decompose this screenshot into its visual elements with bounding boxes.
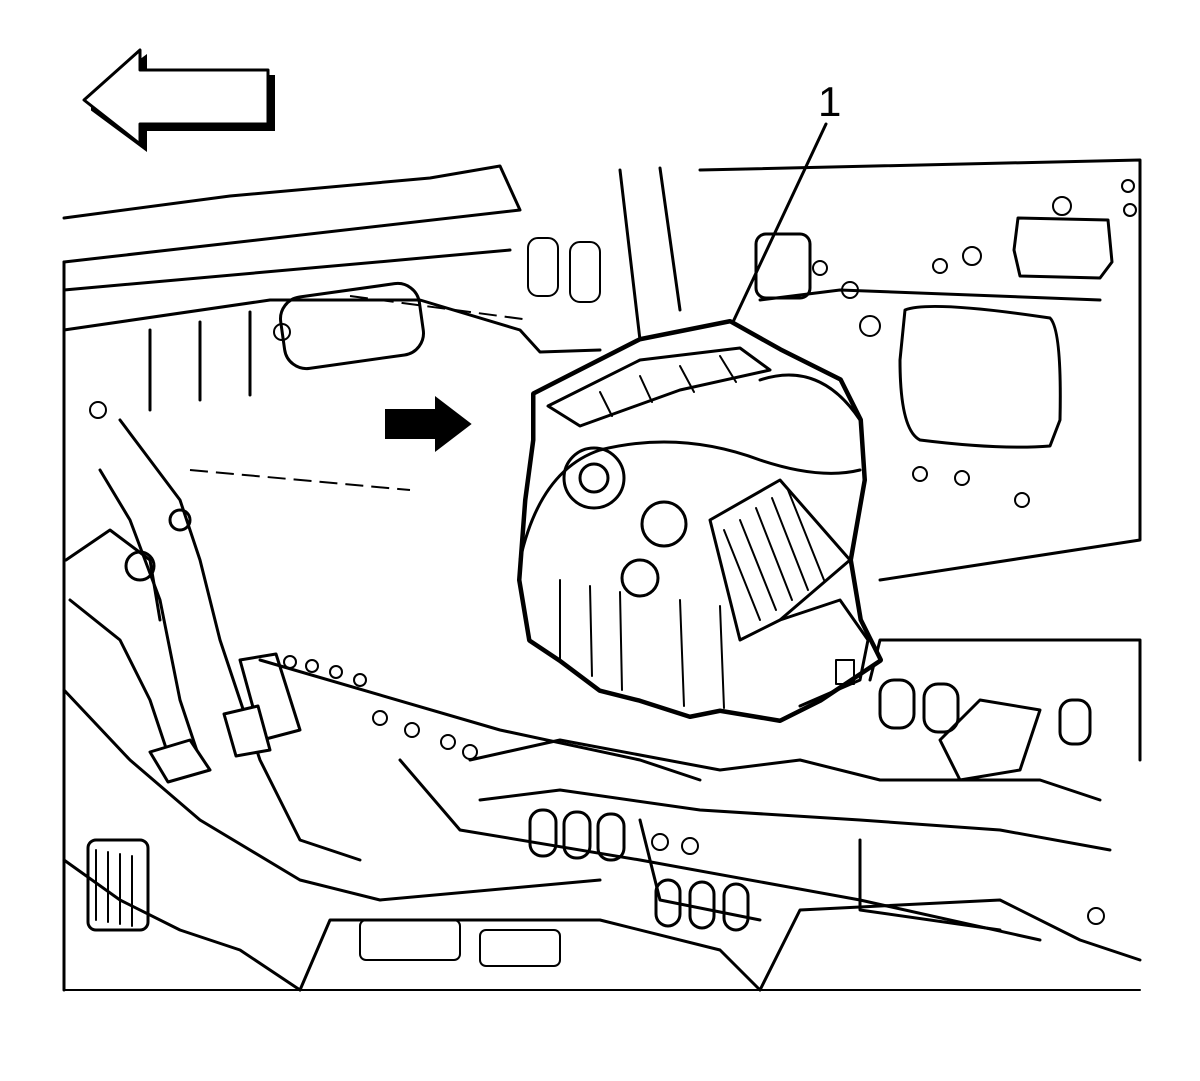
arrow-left-icon xyxy=(82,48,275,152)
center-tunnel xyxy=(283,638,1142,932)
alignment-guide-lines xyxy=(189,295,531,491)
callout-label-1: 1 xyxy=(818,78,841,125)
vehicle-floor xyxy=(62,658,1142,992)
arrow-right-icon xyxy=(385,395,472,453)
callout-leader-line xyxy=(731,122,828,324)
vehicle-right-panel xyxy=(698,158,1142,582)
vehicle-bulkhead xyxy=(62,164,682,992)
hvac-module xyxy=(517,319,883,723)
pedal-assembly xyxy=(64,401,362,862)
